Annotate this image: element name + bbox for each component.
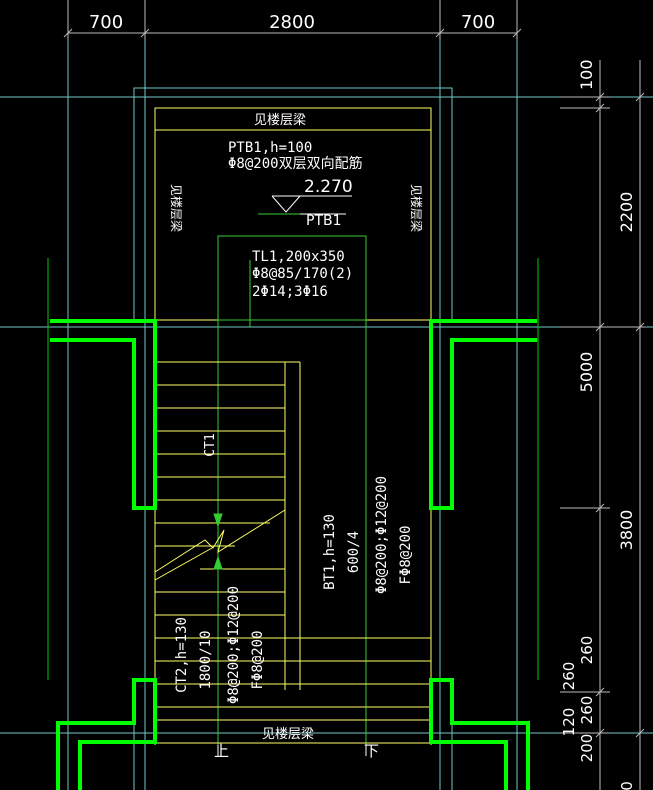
bt1-line1: BT1,h=130: [322, 514, 338, 590]
dimension-lines: [63, 0, 645, 790]
dim-right-120: 120: [560, 708, 578, 737]
elevation-value: 2.270: [304, 177, 353, 197]
beam-label-bottom: 见楼层梁: [262, 727, 314, 742]
beam-lines: [217, 235, 367, 745]
dim-right-100: 100: [577, 59, 596, 90]
ct2-line1: CT2,h=130: [174, 617, 190, 693]
ct2-line4: FΦ8@200: [250, 630, 266, 689]
up-label: 上: [214, 742, 229, 760]
ptb1-spec-line2: Φ8@200双层双向配筋: [228, 155, 363, 172]
tl1-spec-line3: 2Φ14;3Φ16: [252, 284, 328, 300]
ct2-line2: 1800/10: [198, 630, 214, 689]
down-label: 下: [364, 742, 379, 760]
dim-right-3800: 3800: [617, 510, 636, 551]
bt1-line2: 600/4: [346, 531, 362, 573]
dim-right-260c: 260: [578, 696, 596, 725]
beam-label-left: 见楼层梁: [169, 184, 184, 232]
dim-right-260b: 260: [560, 662, 578, 691]
dim-top-mid: 2800: [269, 12, 315, 33]
bt1-line4: FΦ8@200: [398, 525, 414, 584]
tl1-spec-line2: Φ8@85/170(2): [252, 266, 353, 282]
bt1-line3: Φ8@200;Φ12@200: [374, 476, 390, 594]
dim-top-left: 700: [89, 12, 123, 33]
stair-treads: [154, 320, 432, 745]
tl1-spec-line1: TL1,200x350: [252, 249, 345, 265]
down-marker: [217, 745, 367, 756]
dim-right-200: 200: [578, 734, 596, 763]
ct1-label: CT1: [203, 433, 218, 456]
ct2-line3: Φ8@200;Φ12@200: [226, 586, 242, 704]
wall-outer-guides: [47, 258, 539, 680]
walk-arrows: [213, 513, 223, 570]
dim-top-right: 700: [461, 12, 495, 33]
beam-label-right: 见楼层梁: [409, 184, 424, 232]
walls: [50, 319, 537, 790]
dim-right-260a: 260: [578, 636, 596, 665]
dim-right-0: 0: [618, 781, 636, 790]
elevation-marker: [258, 195, 352, 215]
ptb1-spec-line1: PTB1,h=100: [228, 140, 312, 156]
dim-right-5000: 5000: [577, 352, 596, 393]
dim-right-2200: 2200: [617, 192, 636, 233]
beam-label-top: 见楼层梁: [254, 113, 306, 128]
ptb1-tag: PTB1: [306, 213, 342, 229]
